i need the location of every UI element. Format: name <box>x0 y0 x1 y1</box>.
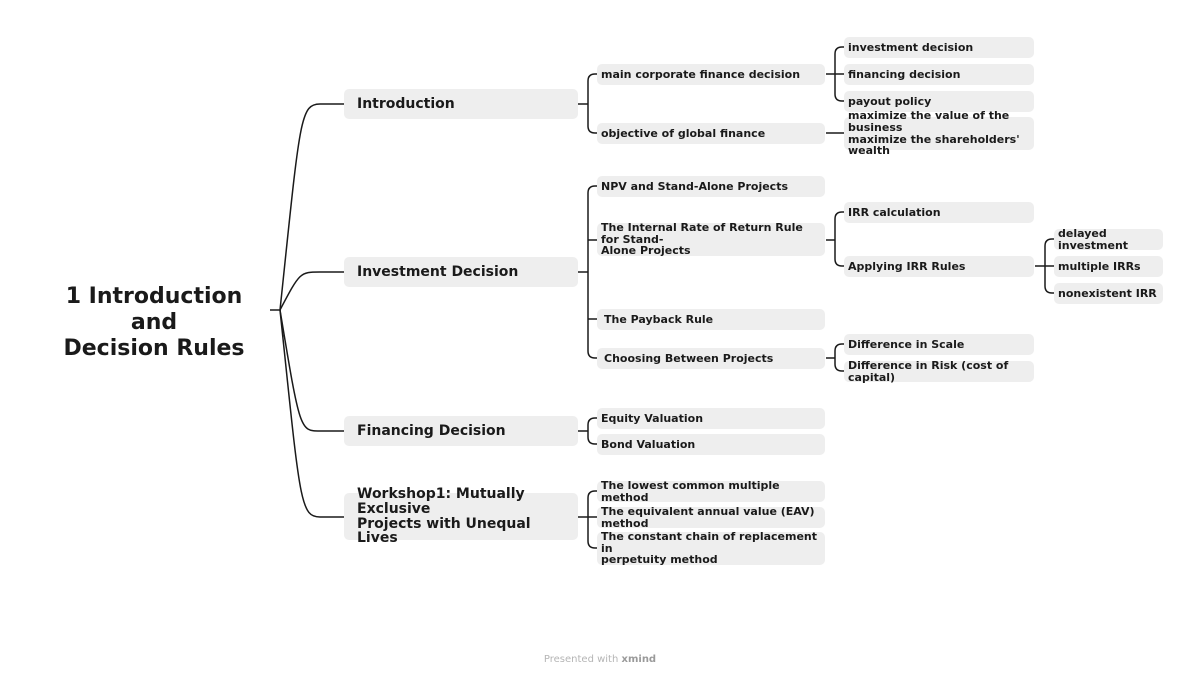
topic-workshop[interactable]: Workshop1: Mutually Exclusive Projects w… <box>344 487 578 546</box>
subtopic-choosing[interactable]: Choosing Between Projects <box>597 348 825 369</box>
subtopic-choosing-label: Choosing Between Projects <box>604 351 774 365</box>
subtopic-objective[interactable]: objective of global finance <box>597 123 825 144</box>
topic-financing-decision[interactable]: Financing Decision <box>344 416 578 446</box>
item-label: financing decision <box>848 67 961 81</box>
bracket-financing <box>578 417 597 445</box>
item-difference-risk[interactable]: Difference in Risk (cost of capital) <box>844 358 1034 384</box>
subtopic-main-decision[interactable]: main corporate finance decision <box>597 64 825 85</box>
item-investment-decision[interactable]: investment decision <box>844 37 1034 58</box>
topic-workshop-line2: Projects with Unequal Lives <box>357 515 531 547</box>
item-label: Applying IRR Rules <box>848 259 966 273</box>
connector-root-investment <box>279 271 344 311</box>
bracket-investment <box>578 185 597 359</box>
subtopic-irr-rule-line2: Alone Projects <box>601 244 691 258</box>
bracket-choosing <box>826 343 844 372</box>
item-label: The equivalent annual value (EAV) method <box>601 504 815 530</box>
connector-root-workshop <box>279 309 344 518</box>
item-label-line2: perpetuity method <box>601 553 718 567</box>
root-topic[interactable]: 1 Introduction and Decision Rules <box>40 284 268 362</box>
subtopic-equity-valuation[interactable]: Equity Valuation <box>597 408 825 429</box>
footer-prefix: Presented with <box>543 654 619 665</box>
item-difference-scale[interactable]: Difference in Scale <box>844 334 1034 355</box>
topic-investment-decision[interactable]: Investment Decision <box>344 257 578 287</box>
item-irr-calculation[interactable]: IRR calculation <box>844 202 1034 223</box>
topic-financing-label: Financing Decision <box>357 422 506 439</box>
subtopic-npv-label: NPV and Stand-Alone Projects <box>601 179 789 193</box>
item-delayed-investment[interactable]: delayed investment <box>1054 226 1163 252</box>
bracket-introduction <box>578 73 597 134</box>
topic-investment-label: Investment Decision <box>357 263 519 280</box>
item-label: nonexistent IRR <box>1058 286 1157 300</box>
item-nonexistent-irr[interactable]: nonexistent IRR <box>1054 283 1163 304</box>
subtopic-npv[interactable]: NPV and Stand-Alone Projects <box>597 176 825 197</box>
topic-introduction-label: Introduction <box>357 95 455 112</box>
subtopic-objective-label: objective of global finance <box>601 126 766 140</box>
xmind-logo: xmind <box>621 654 657 665</box>
item-label: payout policy <box>848 94 932 108</box>
bracket-irr-rule <box>826 211 844 267</box>
subtopic-irr-rule[interactable]: The Internal Rate of Return Rule for Sta… <box>597 221 825 258</box>
item-applying-irr[interactable]: Applying IRR Rules <box>844 256 1034 277</box>
bracket-main-decision <box>826 46 844 102</box>
subtopic-bond-valuation[interactable]: Bond Valuation <box>597 434 825 455</box>
subtopic-constant-chain[interactable]: The constant chain of replacement in per… <box>597 530 825 567</box>
subtopic-payback-label: The Payback Rule <box>604 312 714 326</box>
item-label: multiple IRRs <box>1058 259 1141 273</box>
bracket-applying-irr <box>1035 238 1054 294</box>
subtopic-main-decision-label: main corporate finance decision <box>601 67 801 81</box>
item-label: Bond Valuation <box>601 437 696 451</box>
subtopic-eav-method[interactable]: The equivalent annual value (EAV) method <box>597 504 825 530</box>
topic-introduction[interactable]: Introduction <box>344 89 578 119</box>
item-label: Equity Valuation <box>601 411 704 425</box>
root-title-line2: Decision Rules <box>63 336 245 361</box>
item-payout-policy[interactable]: payout policy <box>844 91 1034 112</box>
bracket-workshop <box>578 490 597 549</box>
item-label: investment decision <box>848 40 974 54</box>
footer-credit[interactable]: Presented with xmind <box>0 654 1200 665</box>
item-label-line2: maximize the shareholders' wealth <box>848 132 1020 158</box>
item-label-line1: The constant chain of replacement in <box>601 530 818 555</box>
subtopic-lowest-common-multiple[interactable]: The lowest common multiple method <box>597 478 825 504</box>
item-multiple-irrs[interactable]: multiple IRRs <box>1054 256 1163 277</box>
root-title-line1: 1 Introduction and <box>65 284 243 335</box>
subtopic-irr-rule-line1: The Internal Rate of Return Rule for Sta… <box>601 221 803 246</box>
item-financing-decision[interactable]: financing decision <box>844 64 1034 85</box>
item-label: Difference in Scale <box>848 337 965 351</box>
item-maximize-value[interactable]: maximize the value of the business maxim… <box>844 110 1034 156</box>
connector-root-financing <box>279 309 344 432</box>
item-label: delayed investment <box>1058 226 1129 252</box>
item-label: IRR calculation <box>848 205 941 219</box>
item-label-line1: maximize the value of the business <box>848 109 1010 134</box>
item-label: Difference in Risk (cost of capital) <box>848 358 1009 384</box>
topic-workshop-line1: Workshop1: Mutually Exclusive <box>357 486 525 517</box>
subtopic-payback[interactable]: The Payback Rule <box>597 309 825 330</box>
connector-root-introduction <box>270 103 344 311</box>
item-label: The lowest common multiple method <box>601 478 780 504</box>
